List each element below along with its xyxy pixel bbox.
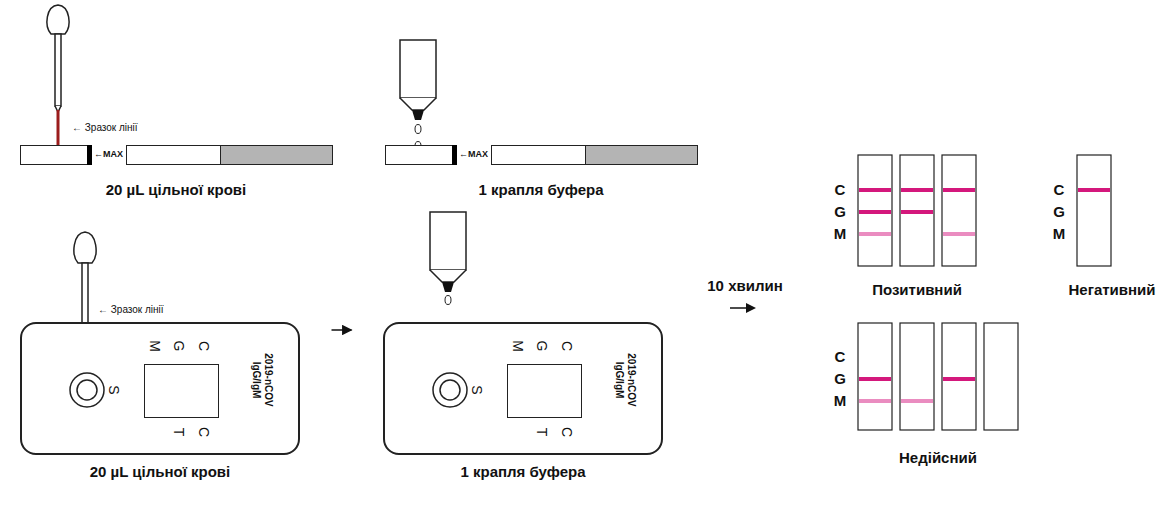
line-letter: C — [1054, 181, 1065, 198]
sample-well — [22, 324, 152, 454]
window-letter: T — [171, 428, 187, 437]
step-caption: 1 крапля буфера — [460, 463, 585, 480]
line-letter: C — [835, 348, 846, 365]
window-letter: G — [534, 341, 550, 352]
result-window — [507, 364, 582, 418]
buffer-bottle — [400, 40, 436, 151]
window-letter: T — [534, 428, 550, 437]
line-letter: G — [834, 370, 846, 387]
window-letter: C — [559, 427, 575, 437]
window-letter: M — [147, 340, 163, 352]
arrow — [730, 303, 756, 313]
line-letter: M — [1053, 225, 1066, 242]
product-name: 2019-nCOV IgG/IgM — [251, 349, 274, 411]
pipette — [47, 5, 69, 158]
max-mark: ←MAX — [87, 145, 127, 165]
line-letter: M — [834, 392, 847, 409]
window-letter: C — [559, 341, 575, 351]
step-caption: 20 µL цільної крові — [106, 181, 247, 198]
window-letter: S — [106, 385, 122, 394]
result-caption: Недійсний — [899, 449, 977, 466]
step-caption: 1 крапля буфера — [478, 181, 603, 198]
step-caption: 20 µL цільної крові — [90, 463, 231, 480]
window-letter: G — [171, 341, 187, 352]
line-letter: G — [834, 203, 846, 220]
test-strip: ←MAX — [385, 145, 698, 165]
window-letter: M — [510, 340, 526, 352]
sample-line-note: ← Зразок лінії — [72, 122, 138, 134]
sample-well — [385, 324, 515, 454]
result-window — [144, 364, 219, 418]
sample-line-note: ← Зразок лінії — [98, 304, 164, 316]
test-strip: ←MAX — [20, 145, 333, 165]
result-caption: Негативний — [1068, 281, 1155, 298]
test-cassette: MGCSTC2019-nCOV IgG/IgM — [20, 322, 300, 455]
product-name: 2019-nCOV IgG/IgM — [614, 349, 637, 411]
step-arrow — [332, 329, 352, 331]
window-letter: C — [196, 427, 212, 437]
max-mark: ←MAX — [452, 145, 492, 165]
line-letter: G — [1053, 203, 1065, 220]
line-letter: C — [835, 181, 846, 198]
window-letter: S — [469, 385, 485, 394]
time-label: 10 хвилин — [707, 277, 782, 294]
test-cassette: MGCSTC2019-nCOV IgG/IgM — [383, 322, 663, 455]
result-caption: Позитивний — [872, 281, 962, 298]
line-letter: M — [834, 225, 847, 242]
window-letter: C — [196, 341, 212, 351]
